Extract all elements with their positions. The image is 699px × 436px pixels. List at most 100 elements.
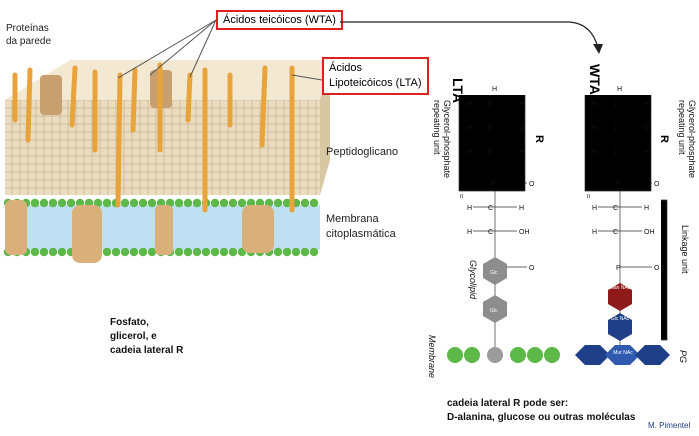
svg-text:H: H	[519, 101, 524, 108]
mannac-hexagon	[608, 283, 632, 311]
lipid-head	[111, 247, 121, 257]
svg-text:H: H	[592, 101, 597, 108]
svg-text:OH: OH	[644, 229, 655, 236]
svg-text:O: O	[519, 125, 525, 132]
svg-text:H: H	[467, 205, 472, 212]
label-line: glicerol, e	[110, 331, 157, 342]
mannac-label: Man NAc	[609, 285, 631, 291]
lipid-head	[30, 247, 40, 257]
lipid-head	[300, 247, 310, 257]
glcnac-label: Glc NAc	[610, 316, 630, 322]
svg-text:H: H	[467, 149, 472, 156]
svg-text:C: C	[488, 101, 493, 108]
wta-label: Ácidos teicóicos (WTA)	[223, 14, 336, 26]
lipid-head	[48, 198, 58, 208]
lipid-head	[129, 247, 139, 257]
svg-text:O: O	[654, 265, 660, 272]
lipid-head	[273, 247, 283, 257]
svg-text:P: P	[616, 181, 621, 188]
label-line: Membrana	[326, 213, 379, 225]
membrane-protein	[242, 205, 274, 253]
wta-title: WTA	[587, 64, 603, 95]
label-line: Proteínas	[6, 23, 49, 34]
svg-text:H: H	[644, 101, 649, 108]
lipid-head	[219, 247, 229, 257]
membrane-label: Membrana citoplasmática	[326, 212, 396, 242]
lipid-head	[102, 247, 112, 257]
lipid-head	[210, 198, 220, 208]
membrane-protein	[155, 205, 173, 255]
svg-text:O: O	[654, 181, 660, 188]
lipid-head	[120, 198, 130, 208]
lipid-head	[273, 198, 283, 208]
lipid-head	[219, 198, 229, 208]
svg-text:O: O	[529, 181, 535, 188]
murnac-label: Mur NAc	[613, 350, 633, 356]
glycerol-unit-right-label: Glycerol-phosphate repeating unit	[677, 100, 697, 179]
lipid-head	[120, 247, 130, 257]
lipid-head	[282, 198, 292, 208]
svg-text:O: O	[529, 265, 535, 272]
lipid-head	[309, 247, 319, 257]
svg-text:H: H	[592, 229, 597, 236]
svg-text:H: H	[592, 205, 597, 212]
lipid-head	[183, 198, 193, 208]
svg-text:C: C	[613, 149, 618, 156]
label-line: da parede	[6, 36, 52, 47]
lipid-head	[39, 247, 49, 257]
label-line: D-alanina, glucose ou outras moléculas	[447, 412, 636, 423]
label-line: Fosfato,	[110, 317, 149, 328]
lta-label-box: Ácidos Lipoteicóicos (LTA)	[322, 57, 429, 95]
label-line: cadeia lateral R	[110, 345, 184, 356]
svg-text:OH: OH	[519, 229, 530, 236]
svg-text:H: H	[492, 86, 497, 93]
svg-text:O: O	[644, 125, 650, 132]
glucose-hexagon	[483, 295, 507, 323]
lipid-head	[174, 198, 184, 208]
svg-text:C: C	[613, 125, 618, 132]
lipid-head	[48, 247, 58, 257]
label-line: Ácidos	[329, 62, 363, 74]
r-group-wta: R	[658, 135, 670, 143]
svg-text:H: H	[592, 149, 597, 156]
lipid-head	[300, 198, 310, 208]
wta-pointer-lines	[117, 19, 323, 81]
wta-label-box: Ácidos teicóicos (WTA)	[216, 10, 343, 30]
svg-text:H: H	[644, 149, 649, 156]
wall-protein	[40, 75, 62, 115]
svg-text:H: H	[519, 149, 524, 156]
lipid-head	[174, 247, 184, 257]
label-line: cadeia lateral R pode ser:	[447, 398, 569, 409]
svg-text:C: C	[488, 205, 493, 212]
lipid-head	[93, 198, 103, 208]
membrane-protein	[72, 205, 102, 263]
glucose-hexagon	[483, 257, 507, 285]
wta-backbone	[584, 95, 668, 345]
pg-label: PG	[678, 350, 688, 364]
lipid-head	[147, 247, 157, 257]
lipid-head	[192, 198, 202, 208]
lipid-head	[66, 198, 76, 208]
cell-wall-proteins-label: Proteínas da parede	[6, 22, 51, 48]
lipid-head	[309, 198, 319, 208]
glcnac-hexagon	[608, 313, 632, 341]
n-index-wta: n	[587, 194, 591, 200]
r-group-lta: R	[533, 135, 545, 143]
wta-arrow	[340, 21, 603, 54]
lipid-head	[282, 247, 292, 257]
svg-text:H: H	[467, 101, 472, 108]
svg-text:C: C	[488, 125, 493, 132]
lipid-head	[138, 198, 148, 208]
svg-text:P: P	[491, 181, 496, 188]
label-line: Lipoteicóicos (LTA)	[329, 77, 422, 89]
svg-text:H: H	[592, 125, 597, 132]
svg-text:C: C	[613, 101, 618, 108]
lipid-head	[183, 247, 193, 257]
glycerol-unit-left-label: Glycerol-phosphate repeating unit	[432, 100, 452, 179]
n-index-lta: n	[460, 194, 464, 200]
membrane-structure-label: Membrane	[427, 335, 437, 379]
pg-chain	[575, 345, 670, 365]
lipid-head	[57, 198, 67, 208]
lipid-head	[201, 247, 211, 257]
